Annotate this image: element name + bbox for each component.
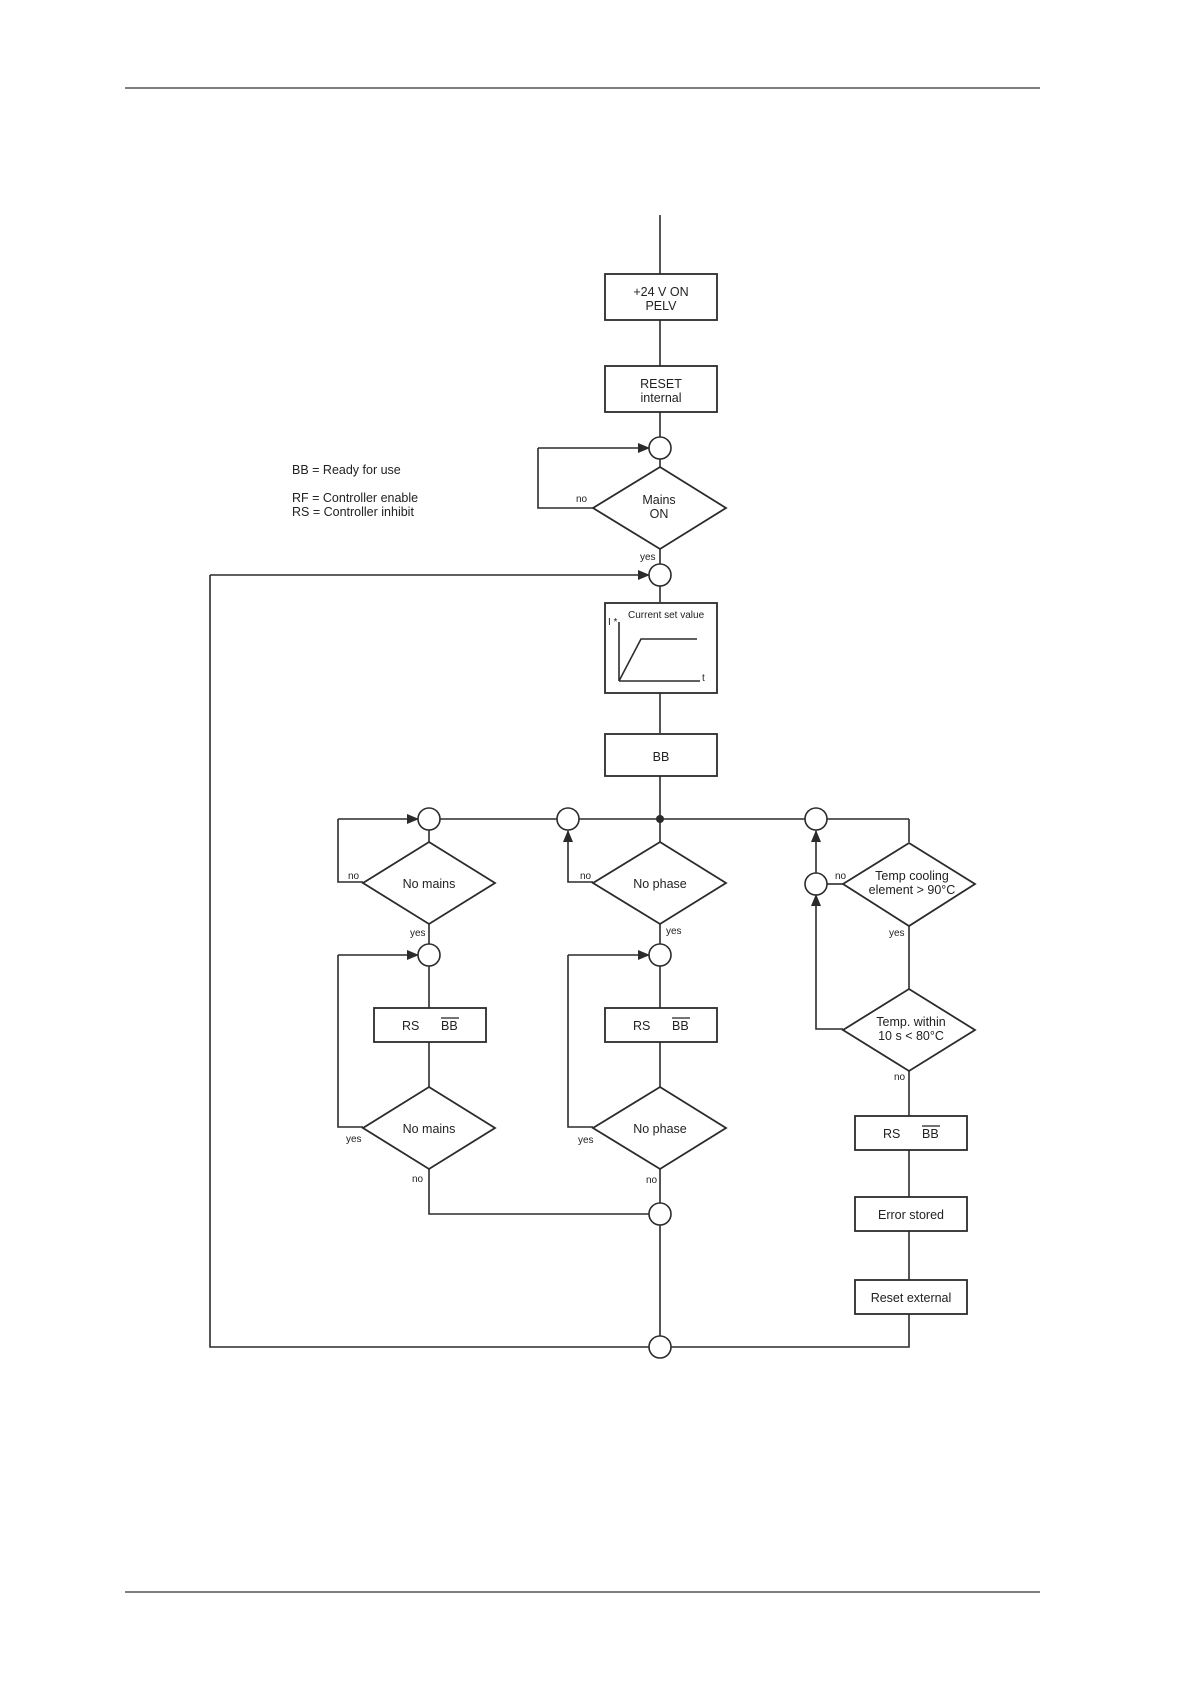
reset-internal-line1: RESET (640, 377, 682, 391)
mains-on-line2: ON (650, 507, 669, 521)
left-yes-loop (337, 955, 363, 1128)
rs-bb-box-left: RS BB (373, 1007, 487, 1043)
no-mains-bottom-label: No mains (403, 1122, 456, 1136)
decision-temp-within: Temp. within 10 s < 80°C (841, 987, 977, 1073)
decision-no-mains-bottom: No mains (361, 1085, 497, 1171)
rs-bb-box-right: RS BB (854, 1115, 968, 1151)
legend-rs: RS = Controller inhibit (292, 505, 414, 519)
junction-node-right-bus (804, 807, 828, 831)
reset-external-label: Reset external (871, 1291, 952, 1305)
ramp-x-axis-label: t (702, 673, 705, 684)
bb-box-label: BB (653, 750, 670, 764)
right-temp-within-no-return (815, 940, 843, 1030)
temp-within-line1: Temp. within (876, 1015, 946, 1029)
junction-node-left-bus (417, 807, 441, 831)
label-mains-on-no: no (576, 494, 588, 505)
decision-mains-on: Mains ON (591, 465, 728, 551)
ramp-title: Current set value (628, 610, 705, 621)
decision-no-phase-bottom: No phase (591, 1085, 728, 1171)
current-set-value-box: Current set value I * t (604, 602, 718, 694)
bb-inverted-label-right: BB (922, 1127, 939, 1141)
temp-cooling-line2: element > 90°C (869, 883, 956, 897)
power-on-box: +24 V ON PELV (604, 273, 718, 321)
rs-label-left: RS (402, 1019, 419, 1033)
error-stored-label: Error stored (878, 1208, 944, 1222)
rs-label-right: RS (883, 1127, 900, 1141)
junction-node-top (648, 436, 672, 460)
label-mid-bottom-no: no (646, 1175, 658, 1186)
ramp-curve (618, 638, 697, 682)
ramp-y-axis-label: I * (608, 617, 618, 628)
left-no-mains-no-loop (337, 819, 363, 883)
rs-bb-box-middle: RS BB (604, 1007, 718, 1043)
left-no-to-merge (428, 1169, 649, 1215)
right-reset-to-bottom (671, 1314, 910, 1348)
mains-on-line1: Mains (642, 493, 675, 507)
junction-node-mid-bus (556, 807, 580, 831)
bb-box: BB (604, 733, 718, 777)
bb-inverted-label-middle: BB (672, 1019, 689, 1033)
no-mains-top-label: No mains (403, 877, 456, 891)
label-mains-on-yes: yes (640, 552, 656, 563)
junction-node-right-mid (804, 872, 828, 896)
return-loop-line (209, 575, 649, 1348)
decision-no-mains-top: No mains (361, 840, 497, 926)
label-mid-top-no: no (580, 871, 592, 882)
label-temp-cooling-yes: yes (889, 928, 905, 939)
junction-node-merge (648, 1202, 672, 1226)
decision-no-phase-top: No phase (591, 840, 728, 926)
bb-inverted-label-left: BB (441, 1019, 458, 1033)
no-phase-bottom-label: No phase (633, 1122, 687, 1136)
power-on-line2: PELV (645, 299, 677, 313)
no-phase-top-label: No phase (633, 877, 687, 891)
temp-cooling-line1: Temp cooling (875, 869, 949, 883)
legend-rf: RF = Controller enable (292, 491, 418, 505)
label-temp-within-no: no (894, 1072, 906, 1083)
label-mid-top-yes: yes (666, 926, 682, 937)
legend-bb: BB = Ready for use (292, 463, 401, 477)
junction-node-yes (648, 563, 672, 587)
label-left-bottom-yes: yes (346, 1134, 362, 1145)
label-left-top-yes: yes (410, 928, 426, 939)
junction-node-bottom (648, 1335, 672, 1359)
junction-node-left-lower (417, 943, 441, 967)
junction-dot (656, 815, 664, 823)
rs-label-middle: RS (633, 1019, 650, 1033)
reset-internal-box: RESET internal (604, 365, 718, 413)
temp-within-line2: 10 s < 80°C (878, 1029, 944, 1043)
loop-mains-on-no (537, 448, 593, 509)
reset-external-box: Reset external (854, 1279, 968, 1315)
label-temp-cooling-no: no (835, 871, 847, 882)
power-on-line1: +24 V ON (633, 285, 688, 299)
label-left-top-no: no (348, 871, 360, 882)
label-mid-bottom-yes: yes (578, 1135, 594, 1146)
label-left-bottom-no: no (412, 1174, 424, 1185)
decision-temp-cooling: Temp cooling element > 90°C (841, 841, 977, 928)
reset-internal-line2: internal (641, 391, 682, 405)
error-stored-box: Error stored (854, 1196, 968, 1232)
junction-node-mid-lower (648, 943, 672, 967)
mid-yes-loop (567, 955, 593, 1128)
mid-no-phase-no (567, 843, 593, 883)
